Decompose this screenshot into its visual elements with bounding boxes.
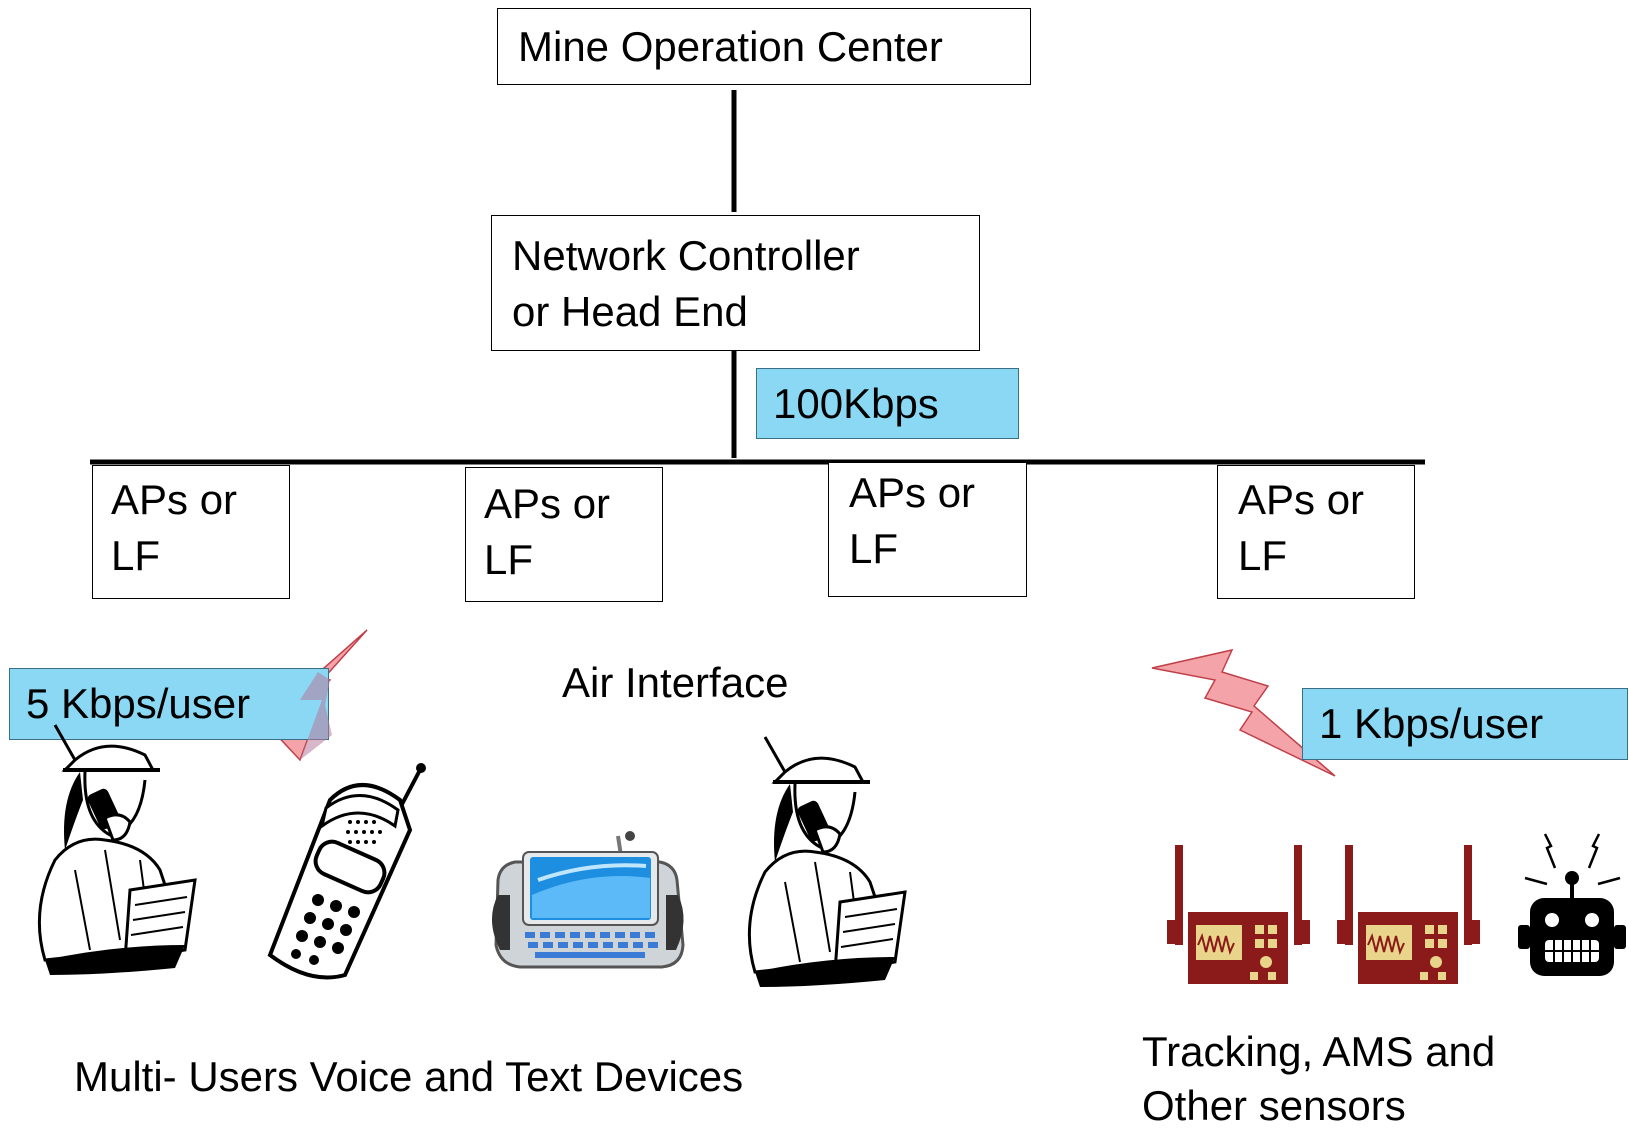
robot-sensor-icon — [1518, 833, 1626, 976]
bolt-overlap-shape — [300, 672, 332, 760]
ap-box-3: APs or LF — [828, 462, 1027, 597]
voice-devices-caption: Multi- Users Voice and Text Devices — [74, 1053, 744, 1100]
ap-label-4: APs or LF — [1238, 476, 1365, 579]
ap-label-2: APs or LF — [484, 480, 611, 583]
ap-box-4: APs or LF — [1217, 465, 1415, 599]
mine-operation-center-box: Mine Operation Center — [497, 8, 1031, 85]
backhaul-rate-label: 100Kbps — [756, 368, 1019, 439]
air-interface-caption: Air Interface — [562, 659, 789, 706]
network-controller-box: Network Controller or Head End — [491, 215, 980, 351]
ap-box-1: APs or LF — [92, 465, 290, 599]
handheld-pda-icon — [491, 831, 685, 969]
sensor-user-rate-label: 1 Kbps/user — [1302, 688, 1628, 760]
miner-phone-icon-1 — [37, 723, 197, 977]
network-controller-label: Network Controller or Head End — [512, 232, 860, 335]
ap-label-3: APs or LF — [849, 469, 976, 572]
lightning-bolt-right — [1151, 648, 1336, 777]
radio-tag-icon-2 — [1337, 845, 1480, 984]
sensors-caption: Tracking, AMS and Other sensors — [1142, 1028, 1496, 1129]
voice-user-rate-label: 5 Kbps/user — [9, 668, 329, 740]
mine-operation-center-label: Mine Operation Center — [518, 23, 943, 70]
cordless-phone-icon — [267, 763, 426, 980]
ap-box-2: APs or LF — [465, 467, 663, 602]
miner-phone-icon-2 — [747, 735, 907, 989]
ap-label-1: APs or LF — [111, 476, 238, 579]
radio-tag-icon-1 — [1167, 845, 1310, 984]
